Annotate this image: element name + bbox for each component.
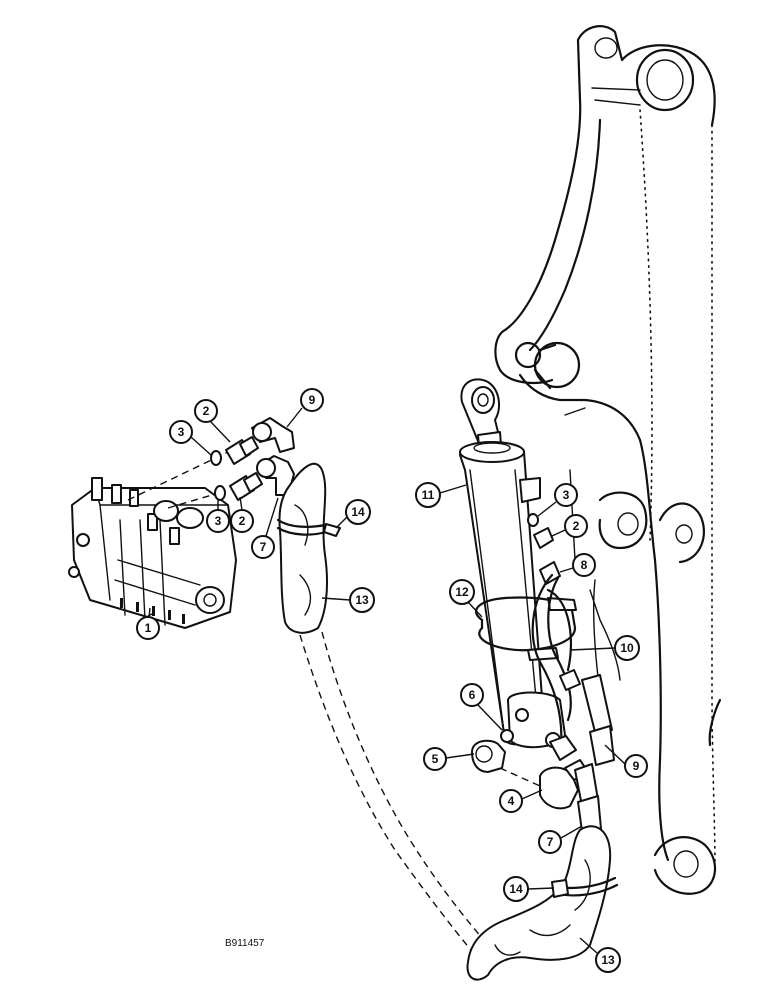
- svg-text:2: 2: [203, 404, 210, 418]
- svg-text:9: 9: [633, 759, 640, 773]
- svg-text:9: 9: [309, 393, 316, 407]
- callout-12: 12: [449, 579, 475, 605]
- svg-text:13: 13: [355, 593, 369, 607]
- figure-code: B911457: [225, 938, 265, 949]
- svg-text:2: 2: [573, 519, 580, 533]
- callout-10: 10: [614, 635, 640, 661]
- valve-fittings: [210, 417, 295, 501]
- steel-tube: [531, 527, 581, 761]
- callout-3-upper: 3: [169, 420, 193, 444]
- svg-text:1: 1: [145, 621, 152, 635]
- svg-text:3: 3: [215, 514, 222, 528]
- svg-text:5: 5: [432, 752, 439, 766]
- callout-3-right: 3: [554, 483, 578, 507]
- callout-9-right: 9: [624, 754, 648, 778]
- hydraulic-cylinder: [459, 378, 566, 749]
- svg-text:10: 10: [620, 641, 634, 655]
- svg-text:4: 4: [508, 794, 515, 808]
- hose-sleeve-right: [466, 825, 619, 981]
- callout-3-lower: 3: [206, 509, 230, 533]
- callouts: 1 2 3 2 3 9: [136, 388, 648, 973]
- callout-11: 11: [415, 482, 441, 508]
- svg-text:13: 13: [601, 953, 615, 967]
- svg-text:14: 14: [351, 505, 365, 519]
- svg-text:14: 14: [509, 882, 523, 896]
- callout-8: 8: [572, 553, 596, 577]
- callout-9-upper: 9: [300, 388, 324, 412]
- callout-2-lower: 2: [230, 509, 254, 533]
- callout-6: 6: [460, 683, 484, 707]
- callout-7-upper: 7: [251, 535, 275, 559]
- svg-text:7: 7: [547, 835, 554, 849]
- callout-2-right: 2: [564, 514, 588, 538]
- hose-sleeve-left: [276, 462, 489, 956]
- svg-text:6: 6: [469, 688, 476, 702]
- callout-5: 5: [423, 747, 447, 771]
- callout-1: 1: [136, 616, 160, 640]
- svg-text:11: 11: [422, 488, 435, 502]
- callout-2-upper: 2: [194, 399, 218, 423]
- callout-7-right: 7: [538, 830, 562, 854]
- svg-text:3: 3: [178, 425, 185, 439]
- callout-13-right: 13: [595, 947, 621, 973]
- boom-arm: [494, 25, 722, 895]
- control-valve: [68, 451, 237, 629]
- callout-13-upper: 13: [349, 587, 375, 613]
- svg-text:2: 2: [239, 514, 246, 528]
- svg-text:3: 3: [563, 488, 570, 502]
- callout-4: 4: [499, 789, 523, 813]
- callout-14-upper: 14: [345, 499, 371, 525]
- svg-text:12: 12: [455, 585, 469, 599]
- callout-14-right: 14: [503, 876, 529, 902]
- svg-text:7: 7: [260, 540, 267, 554]
- svg-text:8: 8: [581, 558, 588, 572]
